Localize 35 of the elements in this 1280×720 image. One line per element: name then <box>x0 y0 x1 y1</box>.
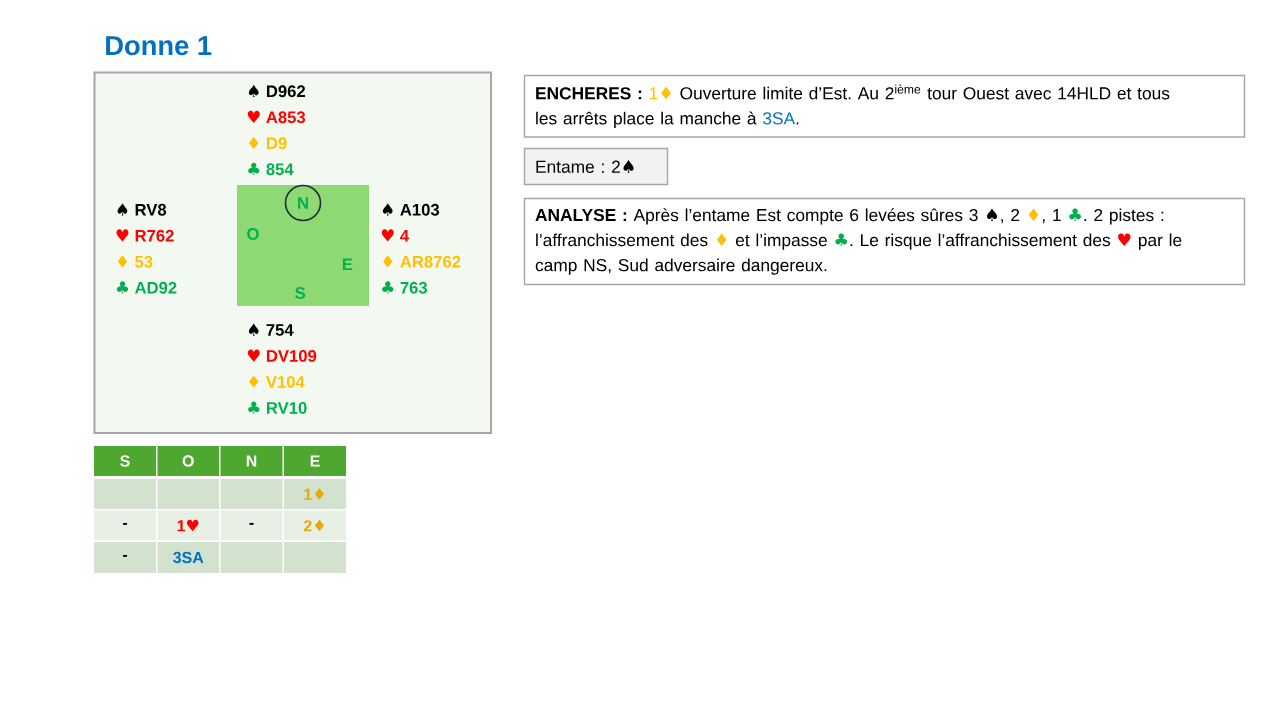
table-header-cell: O <box>157 446 219 476</box>
suit-holding: ♣ RV10 <box>248 401 307 414</box>
suit-holding: ♠ 754 <box>248 323 294 336</box>
table-cell: 3SA <box>157 542 219 573</box>
table-header-cell: N <box>220 446 283 476</box>
suit-holding: ♦ AR8762 <box>383 255 461 268</box>
table-cell: 1♦ <box>284 479 346 509</box>
table-cell: 1♥ <box>157 510 219 541</box>
suit-holding: ♥ DV109 <box>247 349 317 362</box>
suit-holding: ♦ 53 <box>117 255 153 268</box>
heading: Donne 1 <box>106 36 212 56</box>
suit-holding: ♥ A853 <box>247 110 306 124</box>
suit-holding: ♠ RV8 <box>117 203 167 216</box>
table-cell: - <box>94 542 156 573</box>
suit-holding: ♣ 763 <box>382 281 428 294</box>
suit-holding: ♦ D9 <box>249 136 287 150</box>
note-box: ANALYSE : Après l’entame Est compte 6 levées sûres 3 ♠, 2 ♦, 1 ♣. 2 pistes : l’affranchissement des ♦ et l’impasse ♣. Le risque l’affranchissement des ♥ par le camp NS, Sud adversaire dangereux. <box>523 197 1246 286</box>
note-box: ENCHERES : 1♦ Ouverture limite d’Est. Au 2$^{ième}$ tour Ouest avec 14HLD et tous les arrêts place la manche à 3SA. <box>523 74 1246 138</box>
suit-holding: ♣ 854 <box>248 162 294 176</box>
table-header-cell: E <box>284 446 346 476</box>
suit-holding: ♠ D962 <box>248 84 305 98</box>
table-header-cell: S <box>94 446 156 476</box>
table-cell: - <box>220 510 283 541</box>
compass-letter: E <box>342 258 353 270</box>
table-cell: 2♦ <box>284 510 346 541</box>
suit-holding: ♠ A103 <box>382 203 440 216</box>
compass-letter: S <box>295 287 306 299</box>
suit-holding: ♣ AD92 <box>116 281 177 294</box>
suit-holding: ♥ R762 <box>116 229 174 242</box>
note-box: Entame : 2♠ <box>523 147 669 186</box>
suit-holding: ♥ 4 <box>381 229 410 242</box>
compass-letter: O <box>247 228 259 240</box>
table-cell: - <box>94 510 156 541</box>
circled-letter: N <box>284 184 322 222</box>
suit-holding: ♦ V104 <box>249 375 305 388</box>
